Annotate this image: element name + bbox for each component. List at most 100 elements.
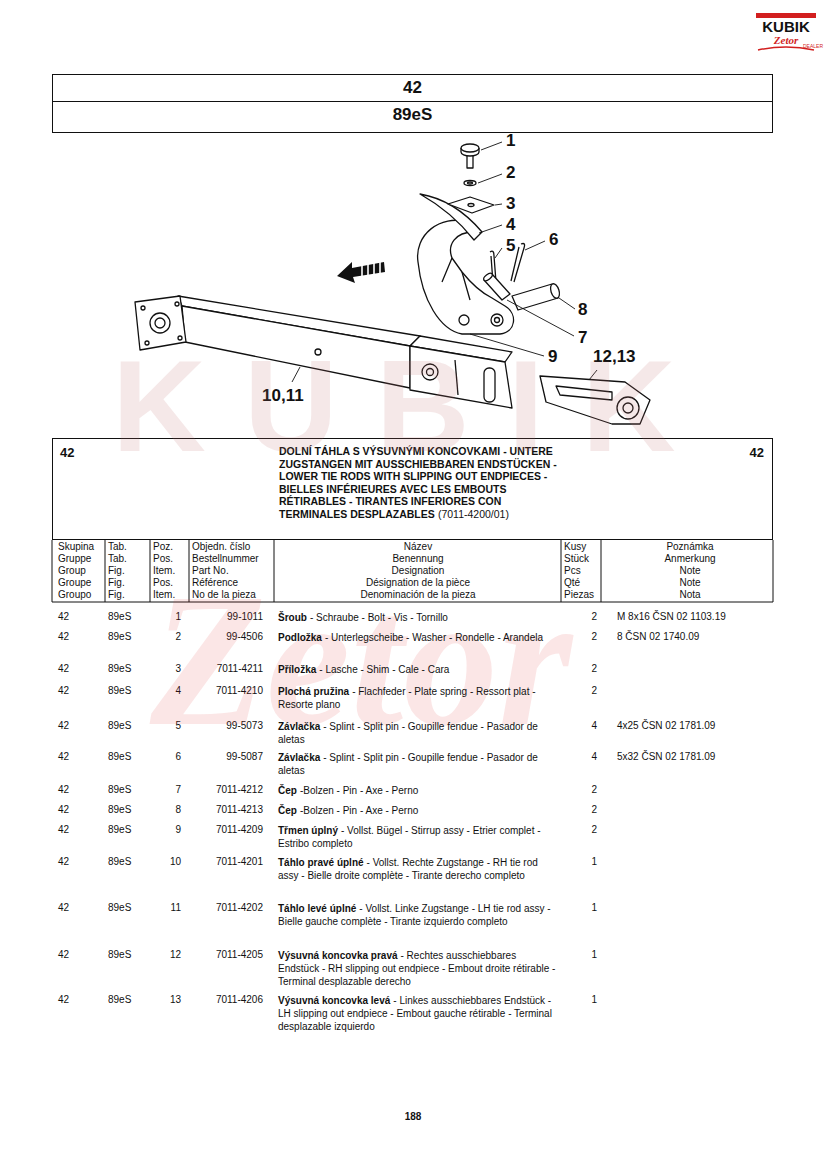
quantity-cell: 2: [591, 784, 597, 796]
callout-number: 3: [506, 194, 515, 214]
quantity-cell: 2: [591, 804, 597, 816]
pin: [483, 272, 510, 300]
part-number-cell: 7011-4209: [216, 824, 263, 836]
callout-number: 2: [506, 163, 515, 183]
logo-text: DEALER: [803, 43, 823, 49]
item-cell: 13: [170, 994, 181, 1006]
item-cell: 8: [175, 804, 181, 816]
quantity-cell: 1: [591, 902, 597, 914]
quantity-cell: 1: [591, 994, 597, 1006]
figure-cell: 89eS: [108, 784, 131, 796]
shim: [448, 197, 494, 213]
designation-name: Podložka: [278, 632, 322, 643]
part-number-cell: 7011-4201: [216, 856, 263, 868]
note-cell: M 8x16 ČSN 02 1103.19: [617, 611, 726, 623]
part-number-cell: 7011-4205: [216, 949, 263, 961]
column-header: Poz.: [153, 541, 173, 553]
callout-number: 1: [506, 131, 515, 151]
designation-name: Plochá pružina: [278, 686, 349, 697]
designation-translation: -Bolzen - Pin - Axe - Perno: [300, 785, 418, 796]
group-cell: 42: [58, 720, 69, 732]
note-cell: 8 ČSN 02 1740.09: [617, 631, 699, 643]
item-cell: 10: [170, 856, 181, 868]
watermark: KUBIK: [112, 336, 714, 476]
column-header: Note: [679, 577, 700, 589]
callout-number: 5: [506, 236, 515, 256]
designation-name: Třmen úplný: [278, 825, 338, 836]
designation-translation: - Lasche - Shim - Cale - Cara: [319, 664, 449, 675]
designation-cell: Třmen úplný- Vollst. Bügel - Stirrup ass…: [278, 824, 560, 850]
designation-name: Závlačka: [278, 752, 320, 763]
column-header: Fig.: [108, 565, 125, 577]
note-cell: 5x32 ČSN 02 1781.09: [617, 751, 715, 763]
figure-cell: 89eS: [108, 824, 131, 836]
designation-cell: Čep-Bolzen - Pin - Axe - Perno: [278, 804, 560, 817]
quantity-cell: 1: [591, 856, 597, 868]
column-header: Anmerkung: [664, 553, 715, 565]
pin: [512, 283, 561, 310]
designation-name: Táhlo levé úplné: [278, 903, 356, 914]
group-cell: 42: [58, 994, 69, 1006]
callout-number: 6: [549, 230, 558, 250]
part-number-cell: 7011-4213: [216, 804, 263, 816]
part-number-cell: 7011-4212: [216, 784, 263, 796]
assembly-number: (7011-4200/01): [438, 508, 509, 520]
group-cell: 42: [58, 824, 69, 836]
callout-number: 8: [578, 300, 587, 320]
direction-arrow: [337, 260, 385, 283]
logo-text: Zetor: [774, 34, 798, 46]
designation-cell: Plochá pružina- Flachfeder - Plate sprin…: [278, 685, 560, 711]
designation-cell: Závlačka- Splint - Split pin - Goupille …: [278, 720, 560, 746]
quantity-cell: 1: [591, 949, 597, 961]
designation-cell: Závlačka- Splint - Split pin - Goupille …: [278, 751, 560, 777]
figure-cell: 89eS: [108, 685, 131, 697]
figure-cell: 89eS: [108, 663, 131, 675]
note-cell: 4x25 ČSN 02 1781.09: [617, 720, 715, 732]
item-cell: 7: [175, 784, 181, 796]
group-cell: 42: [58, 631, 69, 643]
designation-cell: Šroub- Schraube - Bolt - Vis - Tornillo: [278, 611, 560, 624]
figure-cell: 89eS: [108, 751, 131, 763]
column-header: Název: [404, 541, 432, 553]
item-cell: 9: [175, 824, 181, 836]
part-number-cell: 7011-4206: [216, 994, 263, 1006]
designation-translation: - Unterlegscheibe - Washer - Rondelle - …: [325, 632, 543, 643]
figure-cell: 89eS: [108, 902, 131, 914]
quantity-cell: 2: [591, 611, 597, 623]
designation-cell: Podložka- Unterlegscheibe - Washer - Ron…: [278, 631, 560, 644]
figure-cell: 89eS: [108, 631, 131, 643]
column-header: Objedn. číslo: [192, 541, 250, 553]
figure-cell: 89eS: [108, 949, 131, 961]
column-header: Group: [58, 565, 86, 577]
column-header: Fig.: [108, 577, 125, 589]
column-header: Groupo: [58, 589, 91, 601]
group-cell: 42: [58, 663, 69, 675]
figure-cell: 89eS: [108, 611, 131, 623]
quantity-cell: 4: [591, 720, 597, 732]
group-cell: 42: [58, 751, 69, 763]
washer: [464, 181, 476, 186]
quantity-cell: 2: [591, 631, 597, 643]
column-header: Skupina: [58, 541, 94, 553]
stirrup: [418, 220, 514, 334]
part-number-cell: 7011-4202: [216, 902, 263, 914]
group-cell: 42: [58, 902, 69, 914]
group-cell: 42: [58, 804, 69, 816]
quantity-cell: 2: [591, 663, 597, 675]
quantity-cell: 2: [591, 685, 597, 697]
item-cell: 11: [171, 902, 181, 914]
group-cell: 42: [58, 611, 69, 623]
column-header: Poznámka: [666, 541, 713, 553]
designation-name: Čep: [278, 805, 297, 816]
figure-cell: 89eS: [108, 804, 131, 816]
figure-cell: 89eS: [108, 994, 131, 1006]
designation-name: Příložka: [278, 664, 316, 675]
page-number: 188: [405, 1111, 422, 1123]
designation-translation: - Schraube - Bolt - Vis - Tornillo: [310, 612, 448, 623]
logo-text: KUBIK: [762, 19, 810, 35]
column-header: Gruppe: [58, 553, 91, 565]
quantity-cell: 4: [591, 751, 597, 763]
designation-cell: Příložka- Lasche - Shim - Cale - Cara: [278, 663, 560, 676]
item-cell: 12: [170, 949, 181, 961]
designation-name: Výsuvná koncovka pravá: [278, 950, 398, 961]
